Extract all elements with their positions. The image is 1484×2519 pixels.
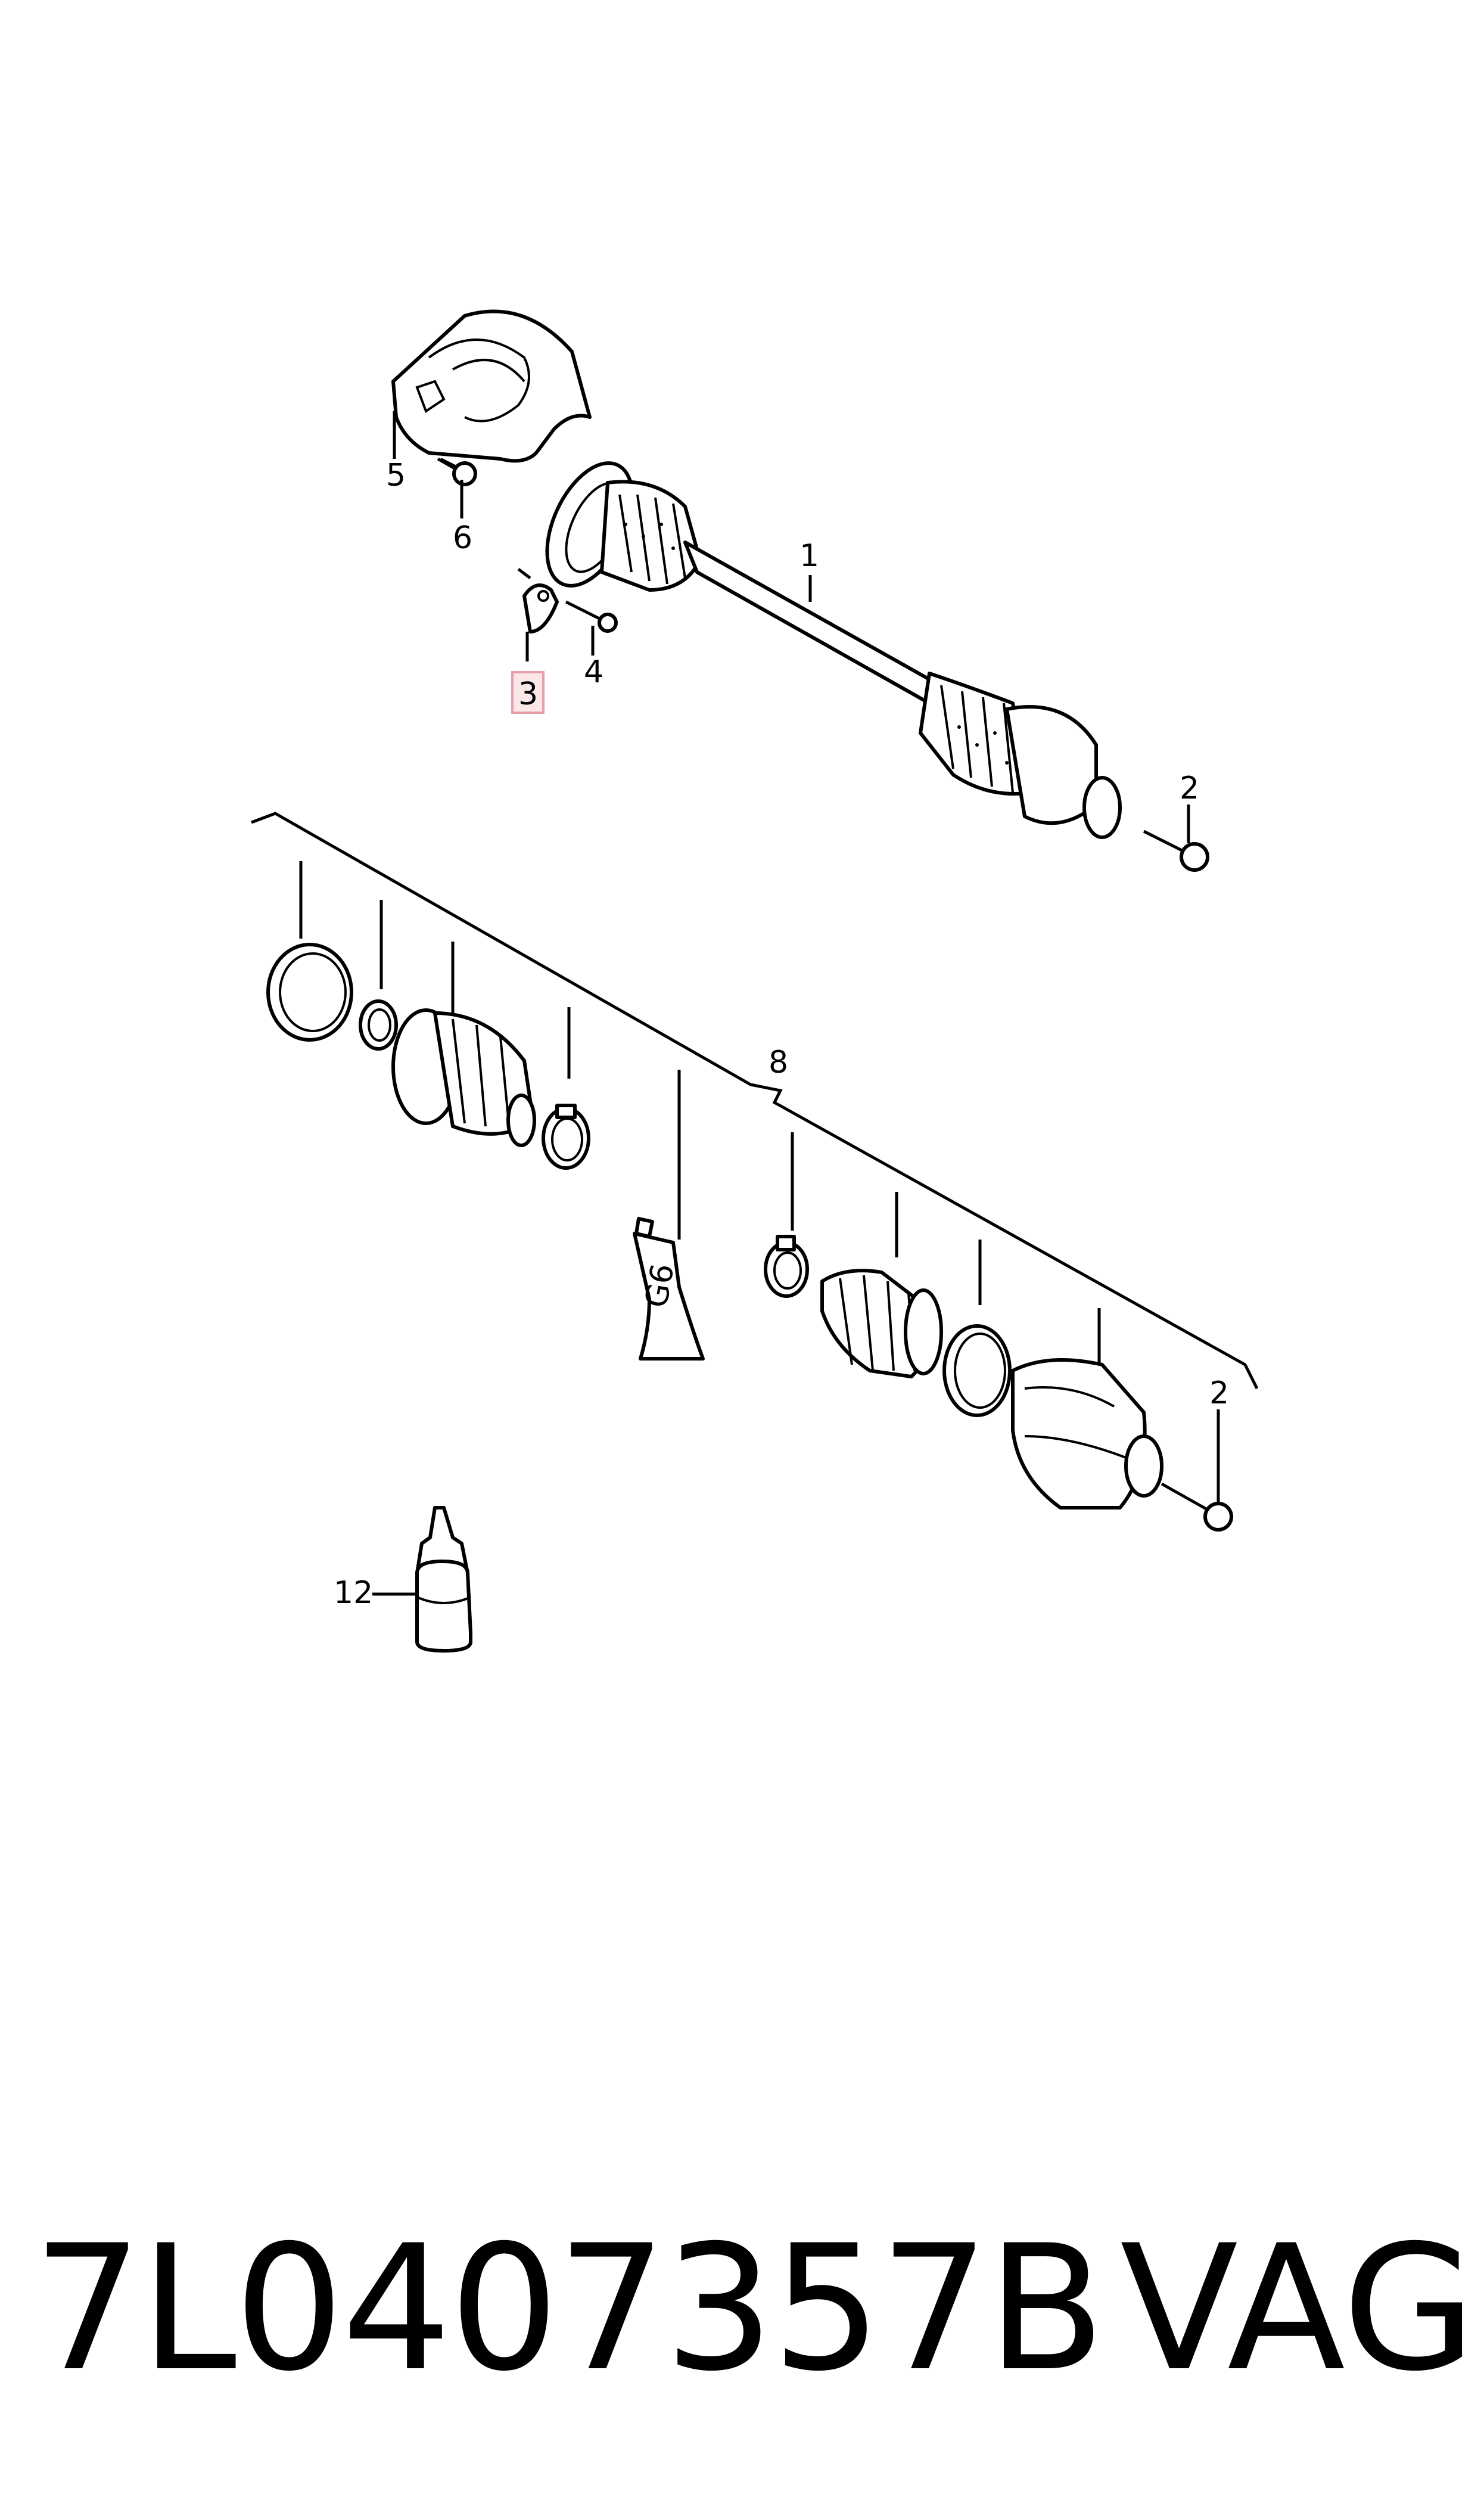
callout-5: 5: [386, 458, 406, 493]
kit-rings: [266, 943, 398, 1051]
callout-1: 1: [799, 538, 819, 574]
heat-shield: [391, 309, 592, 463]
callout-4: 4: [584, 654, 603, 690]
kit-outer-joint: [1011, 1358, 1163, 1509]
bolt-4: [565, 600, 618, 633]
part-number: 7L0407357B: [33, 2209, 1106, 2409]
sealant-bottle-12: [415, 1506, 472, 1653]
callout-8: 8: [769, 1045, 788, 1080]
kit-clamp-left: [542, 1104, 590, 1170]
kit-clamp-right: [764, 1235, 809, 1298]
kit-outer-boot: [820, 1269, 943, 1378]
callout-2-lower: 2: [1209, 1375, 1229, 1411]
bolt-2-upper: [1143, 830, 1209, 872]
callout-12: 12: [334, 1575, 373, 1611]
callouts: 1 2 2 3 4 5 6 8 12: [334, 458, 1229, 1611]
boot-texture-dots: [624, 523, 1009, 765]
leader-lines: [372, 411, 1220, 1596]
callout-2-upper: 2: [1180, 771, 1199, 806]
grease-tube-label: G6: [639, 1261, 682, 1310]
kit-inner-boot: [391, 1008, 536, 1147]
bolt-2-lower: [1161, 1482, 1233, 1532]
locking-plate-3: [522, 583, 559, 633]
callout-3: 3: [518, 676, 538, 712]
brand-name: VAG: [1120, 2209, 1476, 2409]
repair-kit-bracket: [251, 812, 1259, 1390]
callout-3-highlight: [511, 671, 545, 714]
callout-6: 6: [453, 520, 472, 556]
kit-ring-large: [942, 1324, 1012, 1417]
grease-tube: G6: [633, 1217, 705, 1361]
drive-shaft-assembly: [545, 461, 1122, 839]
bolt-6: [437, 457, 477, 486]
